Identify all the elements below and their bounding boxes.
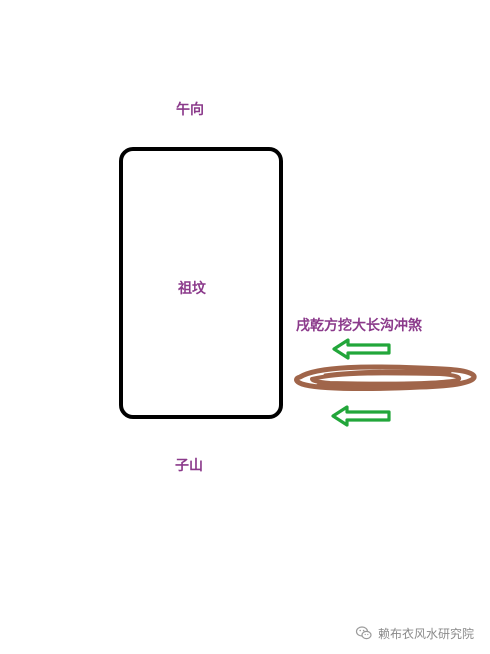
wechat-icon (355, 626, 372, 640)
tomb-label: 祖坟 (178, 281, 206, 297)
arrow-left-lower-icon (331, 405, 391, 427)
watermark-text: 赖布衣风水研究院 (378, 626, 475, 641)
wechat-watermark: 赖布衣风水研究院 (355, 624, 474, 642)
arrow-left-upper-icon (332, 338, 391, 360)
ditch-scribble (294, 364, 477, 392)
direction-label-wu: 午向 (176, 102, 204, 118)
ditch-annotation: 戌乾方挖大长沟冲煞 (296, 318, 422, 334)
mountain-label-zi: 子山 (175, 458, 203, 474)
ancestral-tomb-outline (119, 147, 283, 419)
